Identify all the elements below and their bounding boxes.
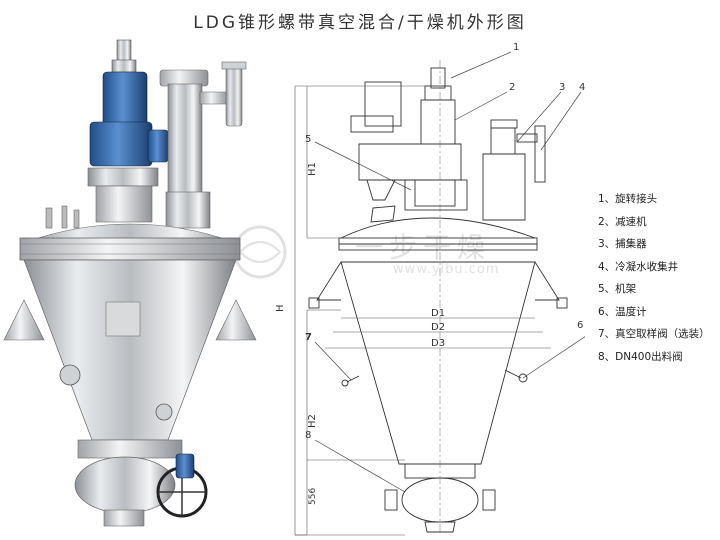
collector	[490, 119, 518, 129]
legend-item: 6、温度计	[598, 305, 647, 318]
legend-item: 5、机架	[598, 283, 637, 295]
dim-D3: D3	[431, 338, 445, 349]
callout-7: 7	[305, 332, 312, 343]
watermark-url: www.yibu.com	[393, 262, 500, 277]
callout-6: 6	[577, 320, 583, 331]
motor	[364, 81, 402, 127]
dim-H2: H2	[307, 414, 318, 428]
watermark-text: 一步干燥	[355, 231, 492, 264]
legend-item: 7、真空取样阀（选装）	[598, 328, 710, 340]
watermark-logo-icon	[233, 225, 287, 279]
legend-item: 2、减速机	[598, 215, 647, 228]
callout-3: 3	[559, 82, 565, 93]
legend-item: 4、冷凝水收集井	[598, 260, 679, 273]
dim-D2: D2	[431, 322, 445, 333]
dim-bottom: 556	[308, 488, 318, 505]
legend-item: 3、捕集器	[598, 238, 647, 250]
callout-5: 5	[305, 134, 311, 145]
rotary-joint	[430, 67, 446, 89]
callout-1: 1	[513, 42, 519, 53]
callout-8: 8	[305, 430, 311, 441]
legend-item: 1、旋转接头	[598, 193, 658, 205]
dim-D1: D1	[431, 308, 445, 319]
figure-title: LDG锥形螺带真空混合/干燥机外形图	[193, 13, 527, 33]
machine-photo	[3, 39, 257, 527]
technical-drawing: H H1 H2 D1 D2 D3 556 1 2 3 4 5 6 7 8	[275, 42, 585, 536]
condensate-well	[534, 125, 546, 183]
callout-4: 4	[579, 82, 585, 93]
watermark: 一步干燥 www.yibu.com	[225, 222, 525, 282]
cone-body	[340, 261, 536, 465]
legend-item: 8、DN400出料阀	[598, 350, 683, 363]
reducer	[420, 99, 456, 145]
dim-H1: H1	[307, 162, 318, 176]
parts-legend: 1、旋转接头 2、减速机 3、捕集器 4、冷凝水收集井 5、机架 6、温度计 7…	[598, 188, 718, 368]
frame	[358, 143, 462, 181]
callout-2: 2	[509, 82, 515, 93]
dim-H: H	[275, 304, 286, 312]
